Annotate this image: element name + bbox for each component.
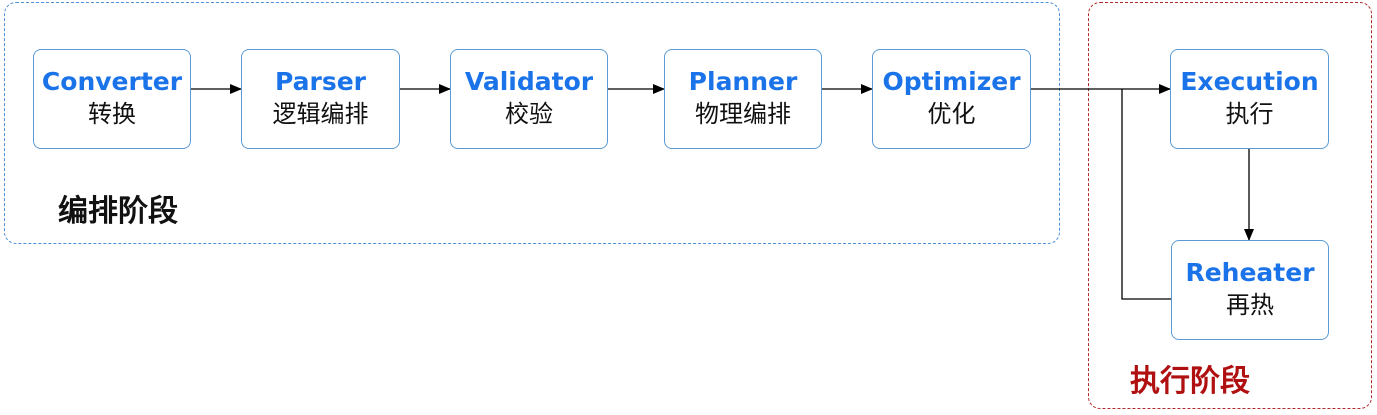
- validator-title: Validator: [464, 67, 594, 96]
- reheater-title: Reheater: [1185, 258, 1315, 287]
- converter-title: Converter: [41, 67, 183, 96]
- optimizer-title: Optimizer: [882, 67, 1021, 96]
- execution-title: Execution: [1180, 67, 1319, 96]
- execution-stage-frame: [1088, 2, 1372, 409]
- validator-subtitle: 校验: [505, 100, 553, 128]
- edge-reheater-loop-back: [1121, 89, 1171, 300]
- converter-subtitle: 转换: [88, 100, 136, 128]
- optimizer-subtitle: 优化: [927, 100, 976, 128]
- optimizer-node: Optimizer 优化: [872, 49, 1031, 149]
- parser-node: Parser 逻辑编排: [241, 49, 400, 149]
- planner-node: Planner 物理编排: [664, 49, 822, 149]
- execution-stage-label: 执行阶段: [1130, 364, 1250, 399]
- converter-node: Converter 转换: [33, 49, 191, 149]
- reheater-node: Reheater 再热: [1171, 240, 1329, 340]
- validator-node: Validator 校验: [450, 49, 608, 149]
- orchestration-stage-frame: [4, 2, 1060, 244]
- orchestration-stage-label: 编排阶段: [58, 194, 178, 229]
- execution-node: Execution 执行: [1170, 49, 1329, 149]
- reheater-subtitle: 再热: [1226, 291, 1274, 319]
- execution-subtitle: 执行: [1225, 100, 1274, 128]
- planner-subtitle: 物理编排: [695, 100, 791, 128]
- parser-subtitle: 逻辑编排: [272, 100, 369, 128]
- parser-title: Parser: [274, 67, 366, 96]
- planner-title: Planner: [688, 67, 798, 96]
